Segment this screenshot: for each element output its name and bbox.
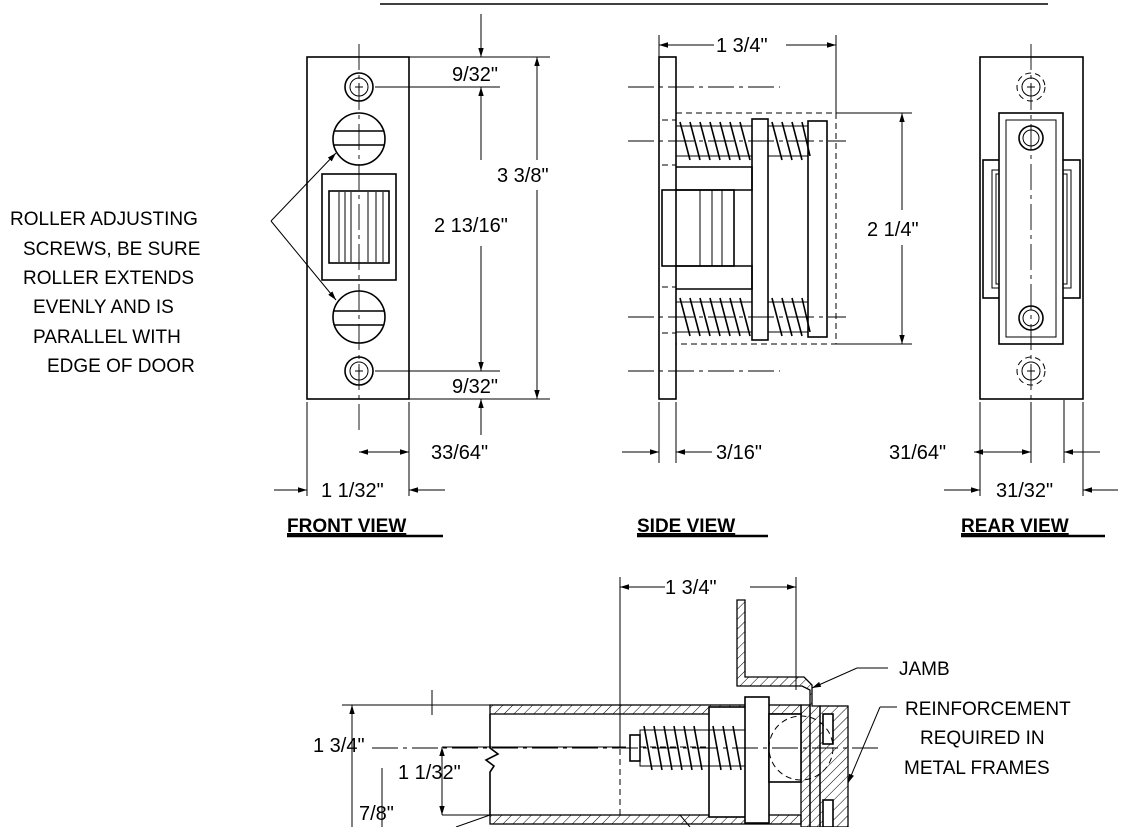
side-roller-height-dim: 2 1/4" bbox=[867, 219, 919, 241]
side-depth-dim: 1 3/4" bbox=[716, 35, 768, 57]
section-door-thickness-dim: 1 3/4" bbox=[313, 735, 365, 757]
front-bottom-offset-dim: 9/32" bbox=[452, 376, 498, 398]
note-line-6: EDGE OF DOOR bbox=[47, 356, 195, 377]
front-view-title: FRONT VIEW bbox=[287, 516, 406, 537]
note-line-4: EVENLY AND IS bbox=[33, 297, 174, 318]
front-hole-offset-dim: 33/64" bbox=[431, 442, 488, 464]
note-line-5: PARALLEL WITH bbox=[33, 327, 181, 348]
front-overall-height-dim: 3 3/8" bbox=[497, 165, 549, 187]
rear-width-dim: 31/32" bbox=[996, 480, 1053, 502]
front-top-offset-dim: 9/32" bbox=[452, 64, 498, 86]
front-roller bbox=[321, 173, 397, 281]
front-screw-spacing-dim: 2 13/16" bbox=[434, 215, 508, 237]
front-width-dim: 1 1/32" bbox=[321, 480, 384, 502]
jamb-label: JAMB bbox=[899, 659, 950, 680]
reinforcement-label-3: METAL FRAMES bbox=[904, 758, 1050, 779]
front-strike-plate bbox=[306, 56, 410, 400]
note-line-1: ROLLER ADJUSTING bbox=[10, 209, 198, 230]
rear-view: 31/64" 31/32" REAR VIEW bbox=[889, 44, 1118, 538]
section-center-offset-dim: 7/8" bbox=[359, 803, 394, 825]
note-line-3: ROLLER EXTENDS bbox=[23, 268, 194, 289]
side-view: 1 3/4" 2 1/4" 3/16" SIDE VIEW bbox=[622, 35, 919, 538]
rear-hole-offset-dim: 31/64" bbox=[889, 442, 946, 464]
side-view-title: SIDE VIEW bbox=[637, 516, 735, 537]
section-depth-dim: 1 3/4" bbox=[665, 577, 717, 599]
reinforcement-label-2: REQUIRED IN bbox=[920, 728, 1045, 749]
rear-view-title: REAR VIEW bbox=[961, 516, 1069, 537]
rear-plate bbox=[979, 56, 1084, 400]
reinforcement-label-1: REINFORCEMENT bbox=[905, 699, 1071, 720]
installation-section: 1 3/4" 1 3/4" 1 1/32" 7/8" JAMB REINFORC… bbox=[313, 577, 1071, 827]
front-view: 9/32" 3 3/8" 2 13/16" 9/32" 33/64" 1 1/3… bbox=[274, 14, 550, 538]
door-edge bbox=[800, 704, 811, 827]
section-width-dim: 1 1/32" bbox=[398, 762, 461, 784]
roller-adjusting-note: ROLLER ADJUSTING SCREWS, BE SURE ROLLER … bbox=[10, 152, 337, 377]
side-plate bbox=[658, 56, 677, 400]
side-plate-thickness-dim: 3/16" bbox=[716, 442, 762, 464]
note-line-2: SCREWS, BE SURE bbox=[23, 239, 200, 260]
